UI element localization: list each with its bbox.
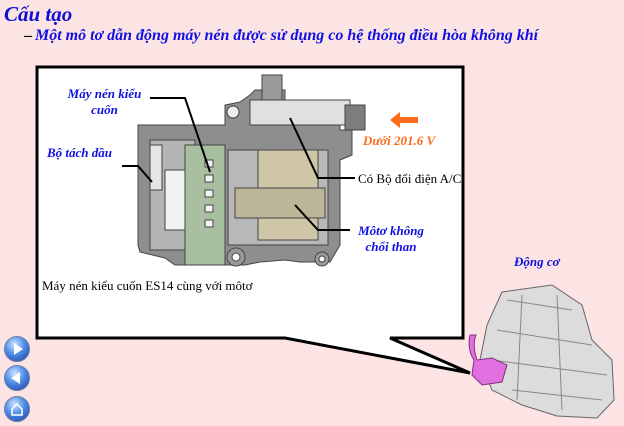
bullet: – [24,27,32,44]
engine-image [468,284,615,419]
subtitle-text: Một mô tơ dẫn động máy nén được sử dụng … [35,27,539,44]
home-button[interactable] [4,396,30,422]
label-line: Môtơ không [358,223,424,238]
page-title: Cấu tạo [4,2,73,26]
label-voltage: Dưới 201.6 V [363,133,436,148]
label-oil-separator: Bộ tách dầu [47,145,113,160]
subtitle: –Một mô tơ dẫn động máy nén được sử dụng… [24,27,538,45]
label-line: chổi than [365,239,417,254]
label-line: Máy nén kiểu [67,86,142,101]
callout-caption: Máy nén kiểu cuốn ES14 cùng với môtơ [42,278,253,293]
next-button[interactable] [4,336,30,362]
next-icon [14,343,23,355]
back-icon [11,372,20,384]
engine-label: Động cơ [514,254,560,269]
label-inverter: Có Bộ đổi điện A/C [358,171,462,186]
voltage-arrow [390,112,418,128]
back-button[interactable] [4,365,30,391]
label-line: cuốn [91,102,118,117]
home-icon [11,402,23,416]
